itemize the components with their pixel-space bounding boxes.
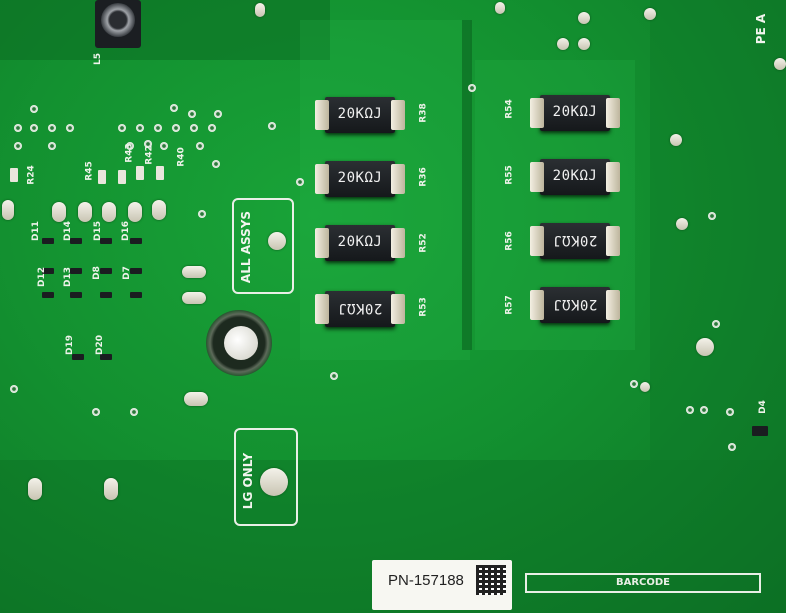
pad-top-5 [578,12,590,24]
ref-r24: R24 [26,165,37,185]
pad-mid-2 [182,292,206,304]
ref-r54: R54 [504,99,515,119]
ref-r42: R42 [144,145,155,165]
pad-top-4 [578,38,590,50]
all-assys-pad [268,232,286,250]
mounting-hole-plug [224,326,258,360]
resistor-marking: 20KΩJ [552,168,598,184]
pad-right-4 [640,382,650,392]
resistor-marking: 20KΩJ [337,234,383,250]
part-number-label: PN-157188 [372,560,512,610]
pad-row-5 [128,202,142,222]
resistor-r38: 20KΩJ [315,94,405,136]
ref-d15: D15 [93,221,103,241]
pad-bottom-1 [28,478,42,500]
resistor-marking: 20KΩJ [337,300,383,316]
ref-r45: R45 [84,161,95,181]
pad-top-2 [495,2,505,14]
pad-row-4 [102,202,116,222]
resistor-r36: 20KΩJ [315,158,405,200]
pad-row-2 [52,202,66,222]
trace-band-right [650,0,786,460]
resistor-r56: 20KΩJ [530,220,620,262]
barcode-box: BARCODE [525,573,761,593]
ref-d19: D19 [65,335,75,355]
all-assys-label: ALL ASSYS [239,210,254,284]
ref-r55: R55 [504,165,515,185]
trace-divider [462,20,472,350]
pad-bottom-2 [104,478,118,500]
pad-top-3 [557,38,569,50]
pad-right-3 [696,338,714,356]
inductor-l5 [95,0,141,48]
ref-r40: R40 [176,147,187,167]
datamatrix-code [476,565,506,595]
ref-r38: R38 [418,103,429,123]
pad-top-6 [644,8,656,20]
pad-right-1 [670,134,682,146]
inductor-coil [101,3,135,37]
ref-d16: D16 [121,221,131,241]
part-number-text: PN-157188 [388,572,464,589]
ref-d14: D14 [63,221,73,241]
pad-mid-1 [182,266,206,278]
pad-top-7 [774,58,786,70]
resistor-marking: 20KΩJ [552,232,598,248]
ref-d11: D11 [31,221,41,241]
ref-d8: D8 [91,266,102,280]
resistor-marking: 20KΩJ [552,296,598,312]
pad-row-1 [2,200,14,220]
pad-row-6 [152,200,166,220]
pad-right-2 [676,218,688,230]
resistor-marking: 20KΩJ [552,104,598,120]
ref-d4: D4 [757,400,768,414]
resistor-r57: 20KΩJ [530,284,620,326]
ref-d12: D12 [37,267,47,287]
ref-r36: R36 [418,167,429,187]
ref-d13: D13 [63,267,73,287]
corner-silk-text: PE A [754,13,769,45]
pad-mid-3 [184,392,208,406]
all-assys-box [232,198,294,294]
ref-d7: D7 [121,266,132,280]
resistor-marking: 20KΩJ [337,170,383,186]
lg-only-pad [260,468,288,496]
resistor-r54: 20KΩJ [530,92,620,134]
ref-r53: R53 [418,297,429,317]
resistor-r55: 20KΩJ [530,156,620,198]
diode-d4 [752,426,768,436]
lg-only-box [234,428,298,526]
lg-only-label: LG ONLY [241,452,256,510]
ref-r43: R43 [124,143,135,163]
ground-plane-left [0,0,330,60]
pad-row-3 [78,202,92,222]
resistor-marking: 20KΩJ [337,106,383,122]
resistor-r52: 20KΩJ [315,222,405,264]
ref-r56: R56 [504,231,515,251]
resistor-r53: 20KΩJ [315,288,405,330]
ref-r52: R52 [418,233,429,253]
barcode-label: BARCODE [615,577,671,588]
pad-top-1 [255,3,265,17]
ref-l5: L5 [93,53,103,65]
ref-d20: D20 [95,335,105,355]
ref-r57: R57 [504,295,515,315]
